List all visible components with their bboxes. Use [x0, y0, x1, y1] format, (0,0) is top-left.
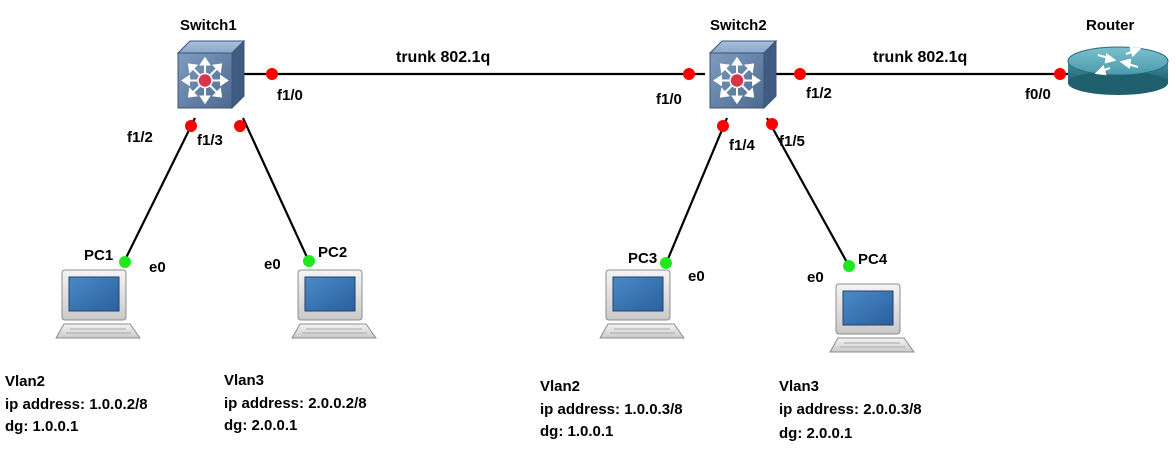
port-dot-router-f0-0	[1054, 68, 1066, 80]
port-label-switch2-f1-0: f1/0	[656, 91, 682, 108]
port-label-switch1-f1-0: f1/0	[277, 87, 303, 104]
pc3-ip: ip address: 1.0.0.3/8	[540, 401, 683, 418]
pc2-icon[interactable]	[291, 269, 377, 339]
pc4-label: PC4	[858, 251, 888, 268]
port-label-switch2-f1-4: f1/4	[729, 137, 756, 154]
pc3-vlan: Vlan2	[540, 378, 580, 395]
pc1-dg: dg: 1.0.0.1	[5, 418, 78, 435]
port-label-pc2-e0: e0	[264, 256, 281, 273]
port-dot-pc4-e0	[843, 260, 855, 272]
port-dot-switch2-f1-4	[717, 120, 729, 132]
link-switch2-pc3	[663, 117, 729, 267]
port-dot-switch1-f1-3	[234, 120, 246, 132]
link-switch1-pc2	[242, 117, 312, 267]
pc3-icon[interactable]	[599, 269, 685, 339]
port-dot-switch2-f1-2	[794, 68, 806, 80]
switch2-label: Switch2	[710, 17, 767, 34]
port-dot-switch2-f1-5	[766, 118, 778, 130]
trunk-label-switch2-router: trunk 802.1q	[873, 49, 967, 66]
port-label-pc3-e0: e0	[688, 268, 705, 285]
pc4-ip: ip address: 2.0.0.3/8	[779, 401, 922, 418]
switch1-label: Switch1	[180, 17, 237, 34]
port-dot-pc1-e0	[119, 256, 131, 268]
router-label: Router	[1086, 17, 1134, 34]
trunk-label-switch1-switch2: trunk 802.1q	[396, 49, 490, 66]
pc1-ip: ip address: 1.0.0.2/8	[5, 396, 148, 413]
port-dot-switch2-f1-0	[683, 68, 695, 80]
pc2-ip: ip address: 2.0.0.2/8	[224, 395, 367, 412]
port-label-switch1-f1-2: f1/2	[127, 129, 153, 146]
pc2-label: PC2	[318, 244, 347, 261]
link-switch1-pc1	[121, 117, 196, 267]
port-label-pc1-e0: e0	[149, 259, 166, 276]
switch2-icon[interactable]	[709, 40, 777, 109]
port-dot-switch1-f1-0	[266, 68, 278, 80]
pc4-icon[interactable]	[829, 283, 915, 353]
pc1-icon[interactable]	[55, 269, 141, 339]
port-dot-pc2-e0	[303, 255, 315, 267]
port-dot-pc3-e0	[660, 257, 672, 269]
link-switch2-pc4	[766, 117, 850, 267]
pc3-label: PC3	[628, 250, 657, 267]
pc4-dg: dg: 2.0.0.1	[779, 425, 852, 442]
pc1-vlan: Vlan2	[5, 373, 45, 390]
router-icon[interactable]	[1067, 46, 1169, 95]
pc2-vlan: Vlan3	[224, 372, 264, 389]
switch1-icon[interactable]	[177, 40, 245, 109]
port-label-pc4-e0: e0	[807, 269, 824, 286]
port-label-switch2-f1-2: f1/2	[806, 85, 832, 102]
port-label-router-f0-0: f0/0	[1025, 86, 1051, 103]
pc3-dg: dg: 1.0.0.1	[540, 423, 613, 440]
pc4-vlan: Vlan3	[779, 378, 819, 395]
port-dot-switch1-f1-2	[185, 120, 197, 132]
pc1-label: PC1	[84, 247, 113, 264]
port-label-switch1-f1-3: f1/3	[197, 132, 223, 149]
pc2-dg: dg: 2.0.0.1	[224, 417, 297, 434]
port-label-switch2-f1-5: f1/5	[779, 133, 805, 150]
